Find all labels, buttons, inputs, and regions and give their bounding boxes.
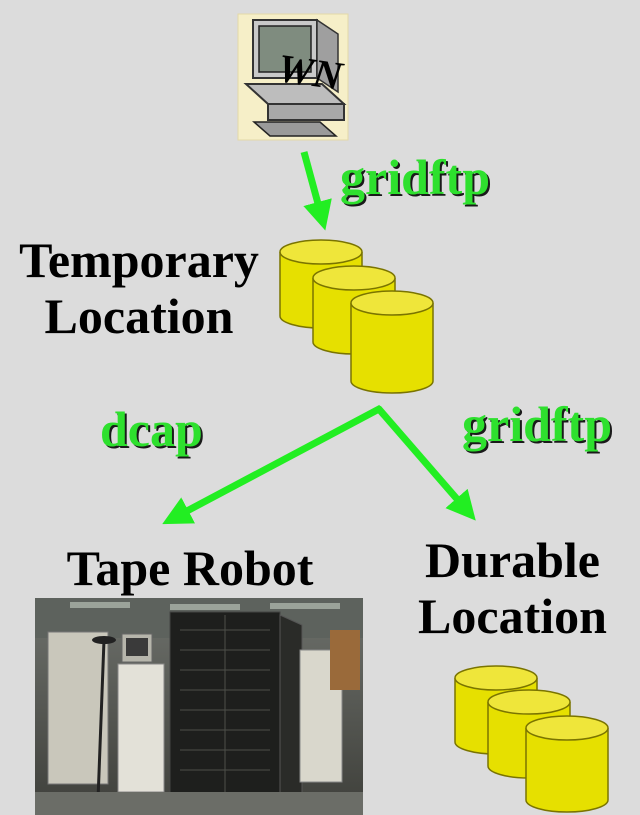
- tape-robot-label: Tape Robot: [66, 540, 314, 596]
- durable-disk-stack: [454, 665, 609, 813]
- temporary-location-label: Temporary Location: [0, 232, 278, 344]
- edge-label-gridftp-durable: gridftp: [462, 396, 612, 452]
- temporary-label-line1: Temporary: [19, 232, 259, 288]
- arrow-temporary-to-tape: [162, 404, 383, 525]
- disk-cylinder-3: [350, 290, 434, 394]
- durable-location-label: Durable Location: [395, 532, 630, 644]
- edge-label-gridftp-upload: gridftp: [340, 149, 490, 205]
- workstation-icon: [237, 13, 349, 141]
- edge-label-dcap: dcap: [100, 401, 203, 457]
- arrow-temporary-to-durable: [375, 405, 476, 521]
- temporary-label-line2: Location: [44, 288, 234, 344]
- disk-cylinder-3: [525, 715, 609, 813]
- temporary-disk-stack: [279, 239, 434, 394]
- workstation-label: WN: [275, 45, 347, 99]
- tape-robot-photo: [35, 598, 363, 815]
- durable-label-line1: Durable: [425, 532, 600, 588]
- arrow-wn-to-temporary: [300, 151, 332, 231]
- durable-label-line2: Location: [418, 588, 607, 644]
